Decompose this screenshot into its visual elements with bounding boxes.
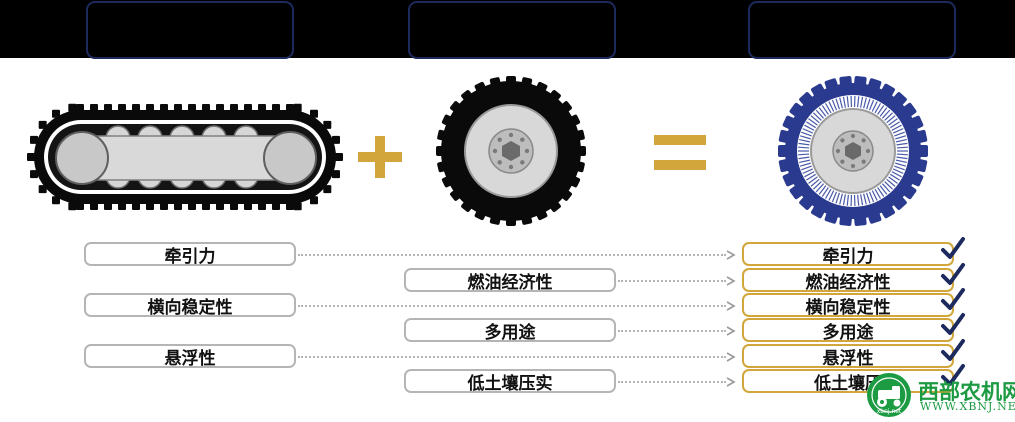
checkmark-icon bbox=[941, 339, 965, 361]
watermark-cn: 西部农机网 bbox=[918, 380, 1015, 404]
result-attribute-versatility: 多用途 bbox=[742, 318, 954, 343]
checkmark-icon bbox=[941, 237, 965, 259]
left-attribute-lateral-stability: 横向稳定性 bbox=[84, 293, 296, 318]
watermark-en: WWW.XBNJ.NET bbox=[920, 400, 1015, 413]
watermark-logo-icon: xbnj.net bbox=[867, 373, 911, 417]
middle-attribute-fuel-economy: 燃油经济性 bbox=[404, 268, 616, 293]
arrow-right-icon bbox=[726, 276, 736, 286]
hybrid-tire-icon bbox=[778, 75, 928, 227]
tire-icon bbox=[436, 76, 586, 226]
plus-sign bbox=[358, 136, 402, 178]
middle-attribute-low-compaction: 低土壤压实 bbox=[404, 369, 616, 394]
left-attribute-flotation: 悬浮性 bbox=[84, 344, 296, 369]
result-attribute-fuel-economy: 燃油经济性 bbox=[742, 268, 954, 293]
arrow-right-icon bbox=[726, 326, 736, 336]
crawler-track-icon bbox=[27, 103, 343, 211]
arrow-right-icon bbox=[726, 250, 736, 260]
checkmark-icon bbox=[941, 263, 965, 285]
result-attribute-lateral-stability: 横向稳定性 bbox=[742, 293, 954, 318]
equals-sign bbox=[654, 135, 706, 170]
arrow-right-icon bbox=[726, 377, 736, 387]
header-box-track bbox=[86, 1, 294, 59]
result-attribute-low-compaction: 低土壤压 bbox=[742, 369, 954, 394]
connector-line-versatility bbox=[618, 330, 726, 332]
connector-line-lateral-stability bbox=[298, 305, 726, 307]
left-attribute-traction: 牵引力 bbox=[84, 242, 296, 267]
result-attribute-traction: 牵引力 bbox=[742, 242, 954, 267]
checkmark-icon bbox=[941, 364, 965, 386]
connector-line-fuel-economy bbox=[618, 280, 726, 282]
checkmark-icon bbox=[941, 288, 965, 310]
arrow-right-icon bbox=[726, 352, 736, 362]
result-attribute-flotation: 悬浮性 bbox=[742, 344, 954, 369]
connector-line-low-compaction bbox=[618, 381, 726, 383]
arrow-right-icon bbox=[726, 301, 736, 311]
connector-line-traction bbox=[298, 254, 726, 256]
checkmark-icon bbox=[941, 313, 965, 335]
connector-line-flotation bbox=[298, 356, 726, 358]
header-box-hybrid bbox=[748, 1, 956, 59]
header-box-tire bbox=[408, 1, 616, 59]
middle-attribute-versatility: 多用途 bbox=[404, 318, 616, 343]
watermark-logo-text: xbnj.net bbox=[877, 408, 902, 415]
